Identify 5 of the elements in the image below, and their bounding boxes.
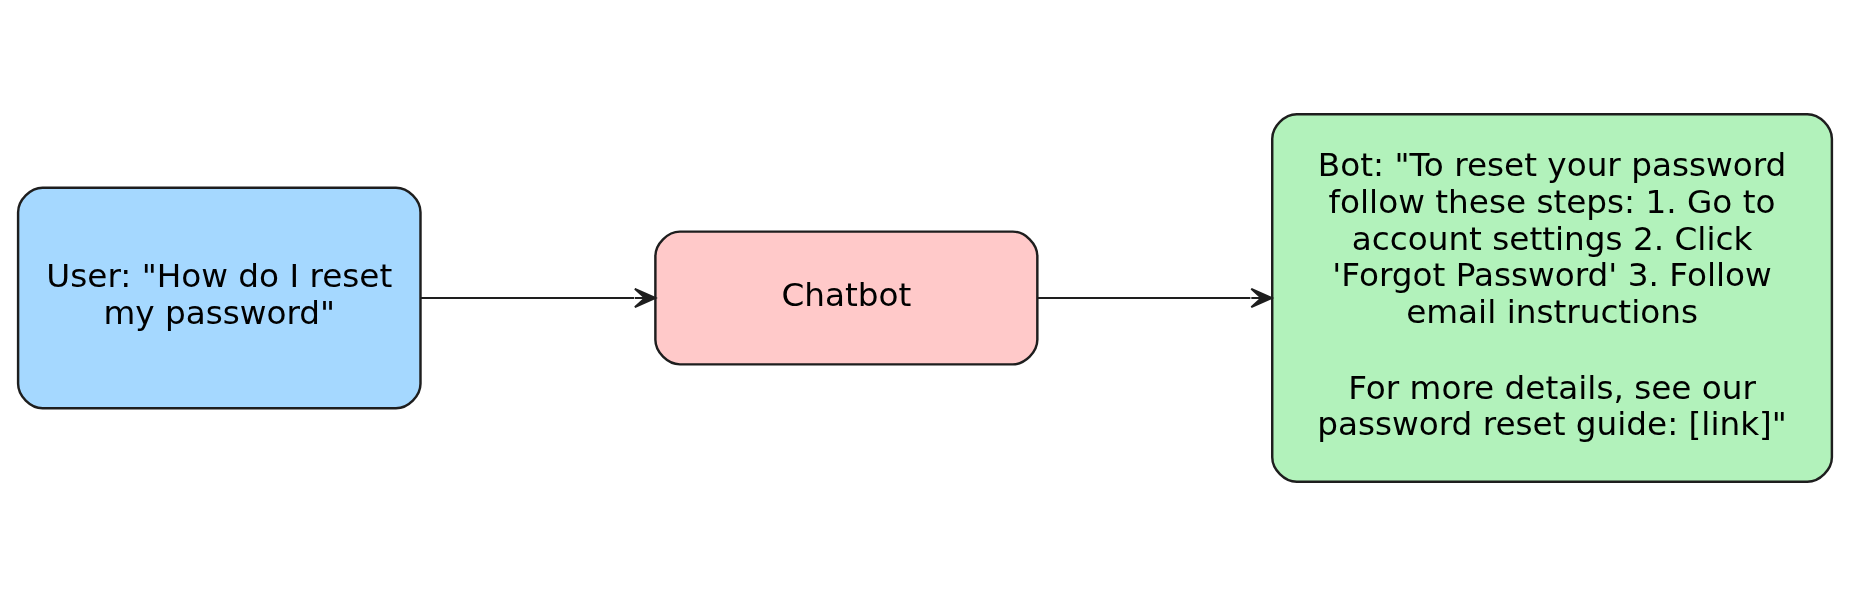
node-box: Bot: "To reset your password follow these steps: 1. Go to account settings 2. Click 'Forgot Password' 3. Follow email instructions For more details, see our password reset guide: [link]": [1271, 112, 1834, 484]
arrow: [1037, 287, 1273, 309]
node-box: User: "How do I reset my password": [16, 186, 422, 410]
node-box: Chatbot: [654, 230, 1039, 366]
arrow: [421, 287, 657, 309]
